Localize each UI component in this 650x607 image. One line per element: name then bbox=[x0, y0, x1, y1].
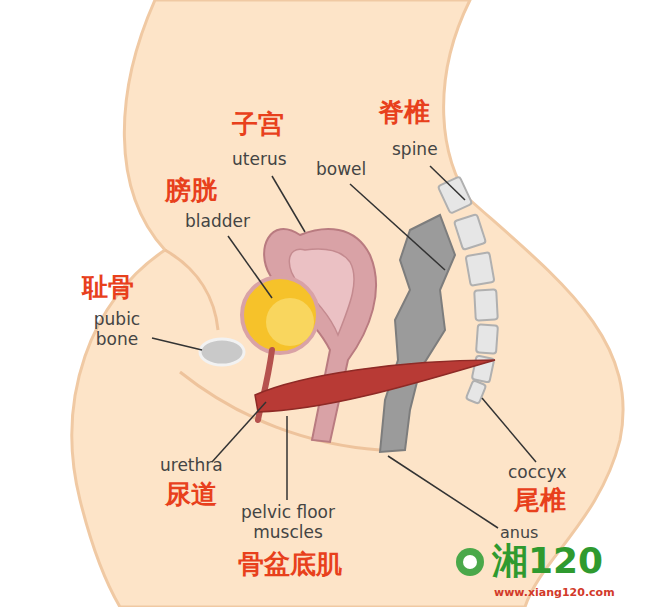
organ-label-cn: 耻骨 bbox=[82, 273, 134, 303]
organ-label-en: coccyx bbox=[508, 463, 567, 483]
belly-crease bbox=[165, 250, 218, 330]
watermark-logo bbox=[456, 548, 484, 576]
organ-label-cn: 尿道 bbox=[165, 480, 217, 510]
organ-label-cn: 膀胱 bbox=[165, 176, 217, 206]
body-silhouette bbox=[72, 0, 623, 607]
organ-label-en: anus bbox=[500, 524, 538, 542]
organ-label-en: uterus bbox=[232, 150, 287, 170]
organ-label-cn: 尾椎 bbox=[514, 486, 566, 516]
organ-label-en: pubic bone bbox=[84, 310, 150, 349]
organ-label-en: bowel bbox=[316, 160, 366, 180]
watermark: 湘120 bbox=[492, 540, 603, 581]
bowel bbox=[380, 215, 455, 452]
bladder-highlight bbox=[266, 298, 314, 346]
organ-label-cn: 脊椎 bbox=[378, 98, 430, 128]
organ-label-cn: 骨盆底肌 bbox=[238, 550, 342, 580]
organ-label-en: spine bbox=[392, 140, 438, 160]
pubic-bone bbox=[200, 339, 244, 365]
organ-label-en: urethra bbox=[160, 456, 223, 476]
watermark-url: www.xiang120.com bbox=[494, 587, 615, 600]
organ-label-cn: 子宫 bbox=[232, 110, 284, 140]
leader-lines bbox=[152, 166, 536, 528]
bladder bbox=[242, 277, 318, 353]
pelvic-floor-muscles bbox=[255, 360, 495, 412]
organ-label-en: bladder bbox=[185, 212, 250, 232]
organ-label-en: pelvic floor muscles bbox=[228, 503, 348, 542]
